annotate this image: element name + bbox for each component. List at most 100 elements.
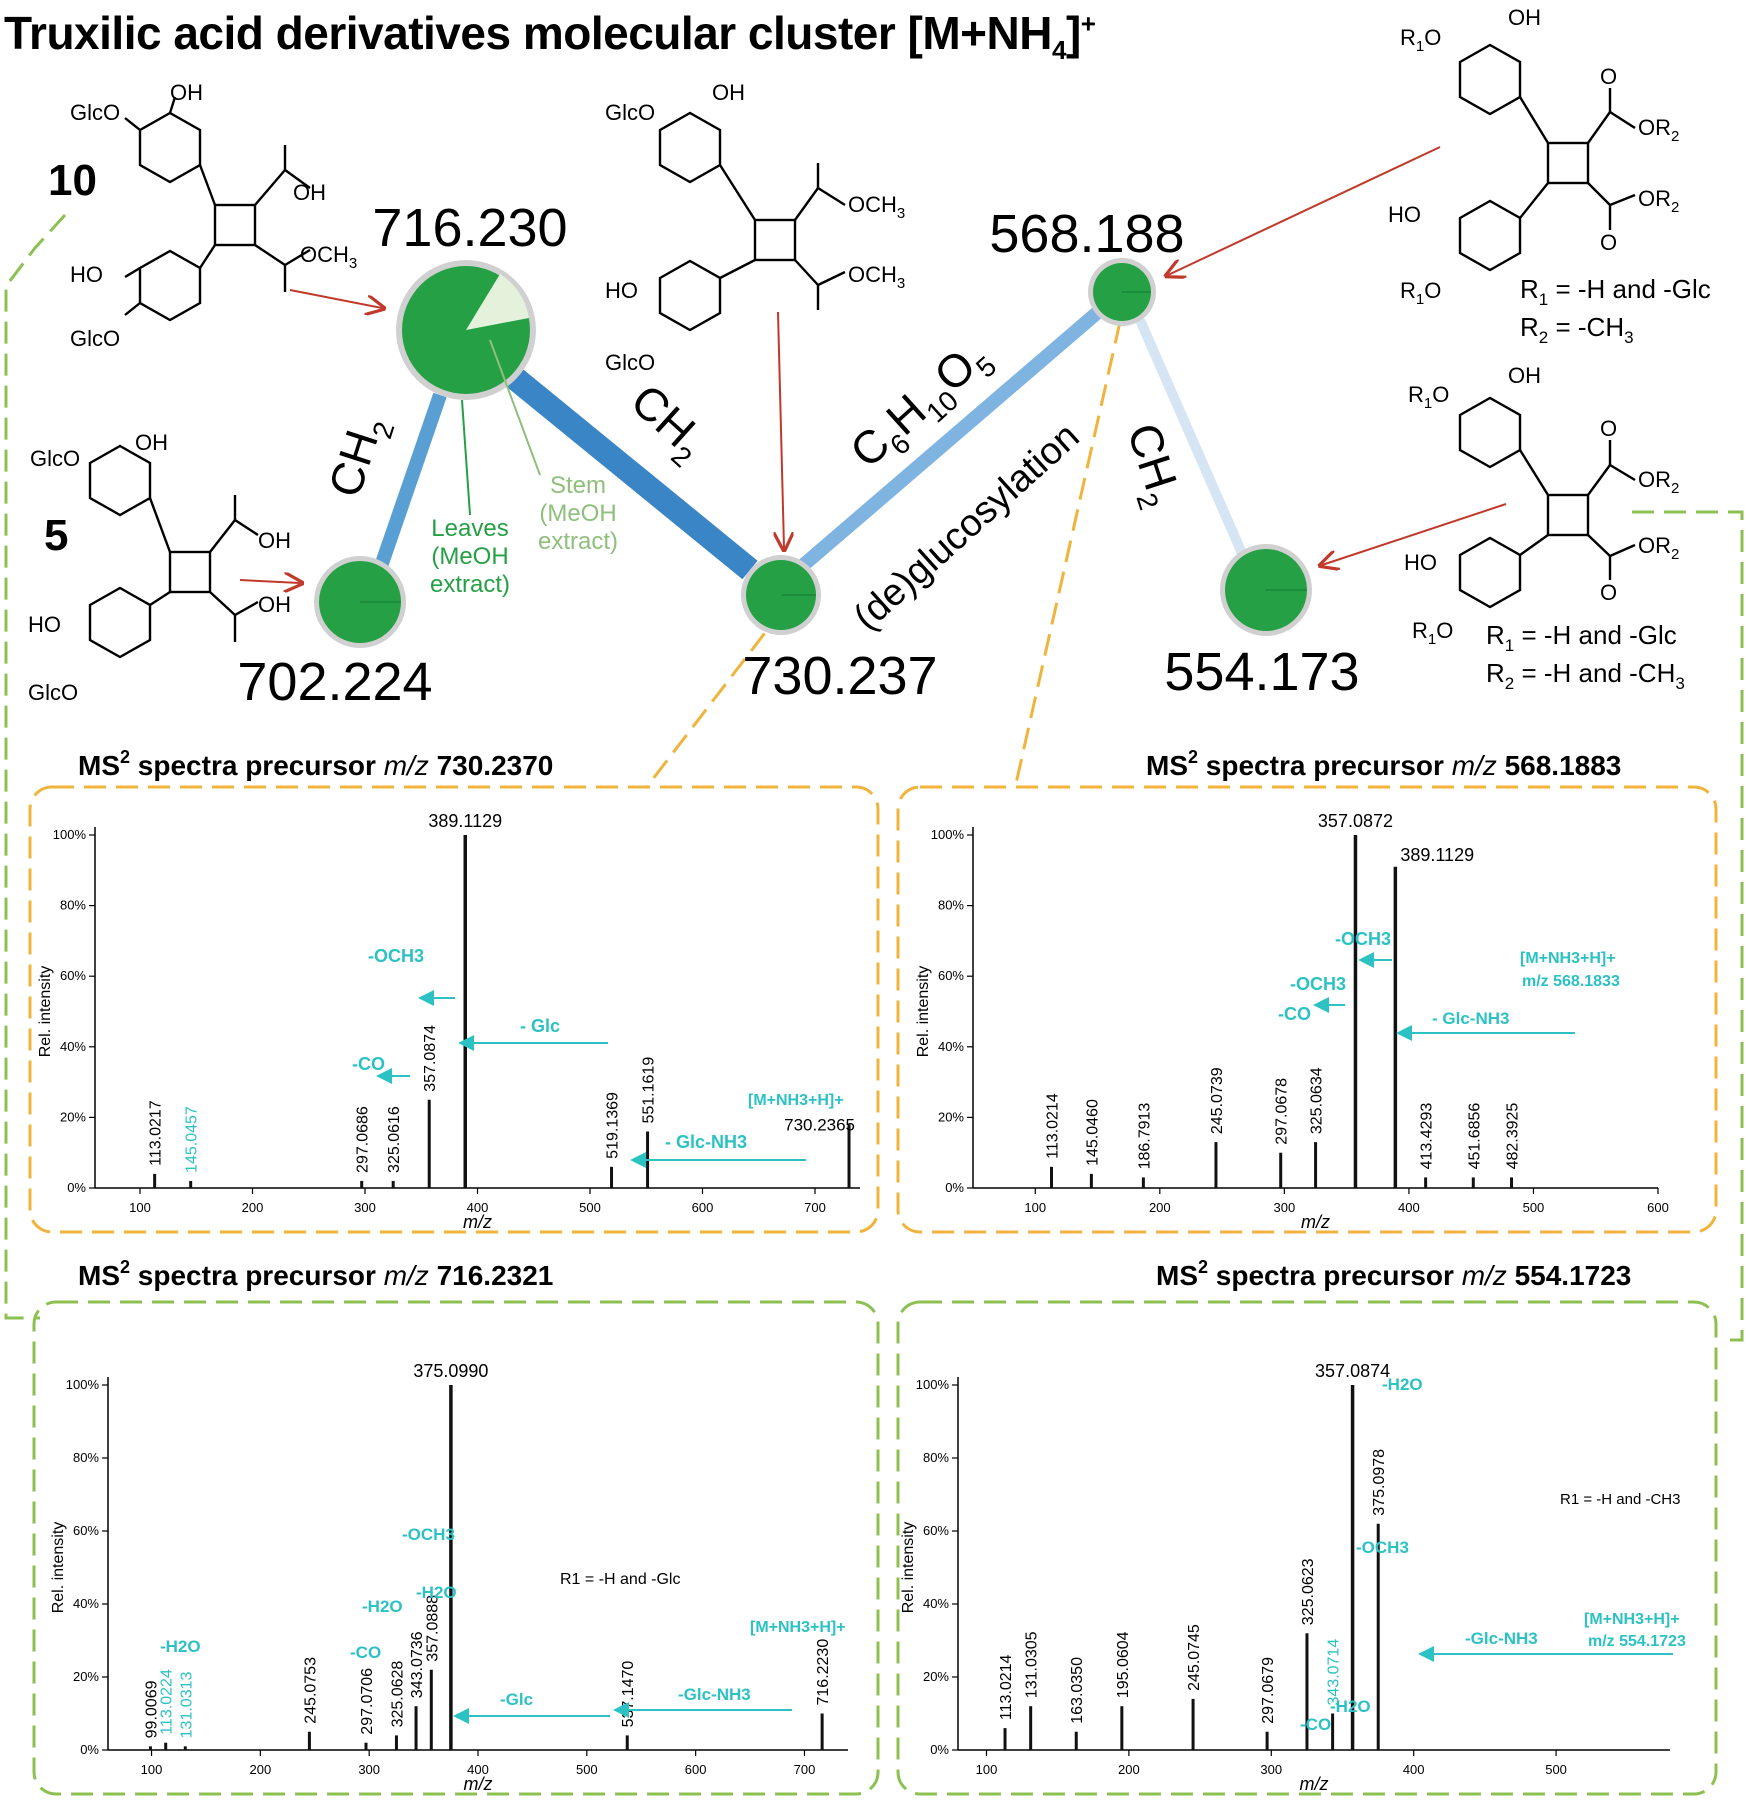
h716-a: MS xyxy=(78,1260,120,1291)
srm-r2eq: R2 = -H and -CH3 xyxy=(1486,658,1685,693)
legend-stem-1: Stem xyxy=(550,472,606,499)
panel-730-heading: MS2 spectra precursor m/z 730.2370 xyxy=(78,747,553,781)
co-label-p554: -CO xyxy=(1300,1715,1331,1734)
h716-mz: m/z xyxy=(384,1260,429,1291)
node-716-label: 716.230 xyxy=(372,198,567,258)
h568-sup: 2 xyxy=(1188,747,1198,767)
s5-oh3: OH xyxy=(258,592,291,617)
srm-o: O xyxy=(1432,382,1449,407)
h716-b: spectra precursor xyxy=(130,1260,384,1291)
co-label-p568: -CO xyxy=(1278,1004,1311,1024)
node-702-label: 702.224 xyxy=(237,652,432,712)
r1-p716: R1 = -H and -Glc xyxy=(560,1571,680,1588)
h730-val: 730.2370 xyxy=(429,750,554,781)
structure-5-labels: GlcO OH OH OH HO GlcO xyxy=(28,430,291,705)
node-702[interactable]: 702.224 xyxy=(237,556,433,712)
srt-rs-2: 1 xyxy=(1416,291,1424,308)
srt-oh: OH xyxy=(1508,5,1541,30)
srt-r2eq-r: R xyxy=(1520,312,1539,342)
edge-568-554 xyxy=(1135,317,1250,563)
s5-glco2: GlcO xyxy=(28,680,78,705)
srt-r2eq-v: = -CH xyxy=(1548,312,1624,342)
edge-label-ch2-a: CH2 xyxy=(318,418,400,503)
srt-or2a-t: OR xyxy=(1638,115,1671,140)
s10-oh1: OH xyxy=(170,80,203,105)
srm-rs-2: 1 xyxy=(1428,631,1436,648)
peak-label-p554: 245.0745 xyxy=(1186,1624,1203,1691)
glcnh3-label-p716: -Glc-NH3 xyxy=(678,1685,751,1704)
x-tick-label-p730: 500 xyxy=(579,1200,601,1215)
orange-dash-connector-568 xyxy=(1013,321,1122,789)
s730-och3a-s: 3 xyxy=(897,205,905,222)
node-730-label: 730.237 xyxy=(742,646,937,706)
y-axis-label-p730: Rel. intensity xyxy=(37,966,54,1058)
x-tick-label-p716: 600 xyxy=(685,1762,707,1777)
node-554[interactable]: 554.173 xyxy=(1164,544,1360,702)
srt-or2b-t: OR xyxy=(1638,186,1671,211)
h568-a: MS xyxy=(1146,750,1188,781)
green-dash-connector-right xyxy=(1632,510,1744,1342)
node-730[interactable]: 730.237 xyxy=(741,555,938,706)
mz-p554: m/z 554.1723 xyxy=(1588,1633,1686,1650)
x-tick-label-p568: 300 xyxy=(1274,1200,1296,1215)
legend-leaves-2: (MeOH xyxy=(431,543,508,570)
panel-568-frame xyxy=(896,785,1718,1234)
srm-r2eq-r: R xyxy=(1486,658,1505,688)
y-tick-label-p554: 0% xyxy=(930,1742,949,1757)
peak-label-p554: 325.0623 xyxy=(1300,1558,1317,1625)
y-tick-label-p554: 40% xyxy=(923,1596,949,1611)
srt-o-2: O xyxy=(1424,278,1441,303)
h554-mz: m/z xyxy=(1462,1260,1507,1291)
peak-label-p554: 163.0350 xyxy=(1069,1657,1086,1724)
s730-glco1: GlcO xyxy=(605,100,655,125)
h554-sup: 2 xyxy=(1198,1257,1208,1277)
srm-o-2: O xyxy=(1436,618,1453,643)
srt-rs: 1 xyxy=(1416,38,1424,55)
x-tick-label-p568: 600 xyxy=(1647,1200,1669,1215)
srm-or2a: OR2 xyxy=(1638,467,1679,497)
peak-label-p730: 113.0217 xyxy=(148,1100,165,1166)
y-tick-label-p554: 80% xyxy=(923,1450,949,1465)
peak-label-p554: 297.0679 xyxy=(1260,1657,1277,1724)
s10-ho: HO xyxy=(70,262,103,287)
x-tick-label-p730: 100 xyxy=(129,1200,151,1215)
x-tick-label-p730: 400 xyxy=(467,1200,489,1215)
x-tick-label-p730: 600 xyxy=(692,1200,714,1215)
f-c: C xyxy=(840,417,899,478)
y-tick-label-p568: 100% xyxy=(931,827,965,842)
legend-leaves-3: extract) xyxy=(430,571,510,598)
peak-label-p716: 131.0313 xyxy=(178,1672,195,1739)
s5-oh2: OH xyxy=(258,528,291,553)
y-tick-label-p568: 80% xyxy=(938,898,964,913)
x-tick-label-p716: 400 xyxy=(467,1762,489,1777)
peak-label-p568: 186.7913 xyxy=(1136,1103,1153,1170)
srt-r1eq-r: R xyxy=(1520,274,1539,304)
y-tick-label-p554: 100% xyxy=(916,1377,950,1392)
srm-o1: O xyxy=(1600,416,1617,441)
srt-r1o: R1O xyxy=(1400,25,1441,55)
mnh3h-p554: [M+NH3+H]+ xyxy=(1584,1611,1680,1628)
node-716[interactable]: 716.230 xyxy=(372,198,568,400)
title-sup: + xyxy=(1080,8,1096,39)
srm-r1o: R1O xyxy=(1408,382,1449,412)
y-tick-label-p730: 20% xyxy=(60,1109,86,1124)
peak-label-p716: 325.0628 xyxy=(389,1661,406,1728)
y-tick-label-p730: 0% xyxy=(67,1180,86,1195)
och3-label-p716: -OCH3 xyxy=(402,1525,455,1544)
edge-730-568 xyxy=(795,306,1103,574)
peak-label-p568: 451.6856 xyxy=(1466,1103,1483,1170)
compound-10-label: 10 xyxy=(48,156,97,205)
s10-och3: OCH3 xyxy=(300,242,357,272)
node-568[interactable]: 568.188 xyxy=(989,204,1185,326)
srm-r2eq-ss: 3 xyxy=(1675,674,1684,693)
och3-label-p568: -OCH3 xyxy=(1335,929,1391,949)
peak-label-p568: 245.0739 xyxy=(1209,1067,1226,1134)
srt-or2a-s: 2 xyxy=(1671,128,1679,145)
srm-r2eq-v: = -H and -CH xyxy=(1514,658,1675,688)
x-tick-label-p554: 300 xyxy=(1260,1762,1282,1777)
s730-ho: HO xyxy=(605,278,638,303)
x-tick-label-p554: 500 xyxy=(1545,1762,1567,1777)
srt-o1: O xyxy=(1600,64,1617,89)
glcnh3-label-p568: - Glc-NH3 xyxy=(1432,1009,1509,1028)
